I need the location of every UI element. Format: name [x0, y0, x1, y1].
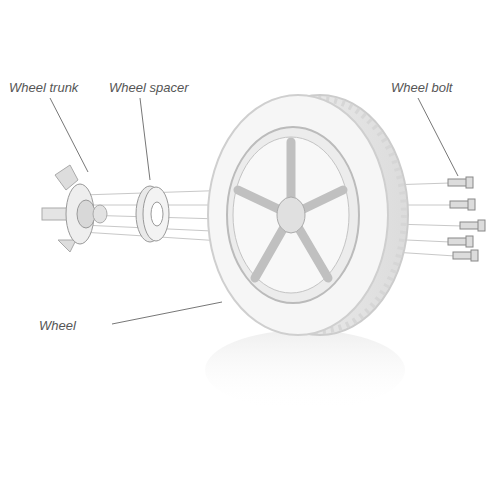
wheel-trunk: [42, 165, 107, 252]
wheel: [208, 95, 408, 335]
label-holder: Wheel bolt: [390, 78, 453, 96]
reflection: [205, 330, 405, 410]
leader-lines: [50, 98, 458, 324]
part-label: Wheel trunk: [8, 80, 79, 95]
wheel-spacer: [136, 186, 169, 242]
wheel-bolts: [448, 177, 485, 261]
label-holder: Wheel trunk: [8, 78, 79, 96]
part-label: Wheel bolt: [390, 80, 453, 95]
label-holder: Wheel spacer: [108, 78, 189, 96]
part-label: Wheel: [38, 318, 77, 333]
part-label: Wheel spacer: [108, 80, 189, 95]
label-holder: Wheel: [38, 316, 77, 334]
